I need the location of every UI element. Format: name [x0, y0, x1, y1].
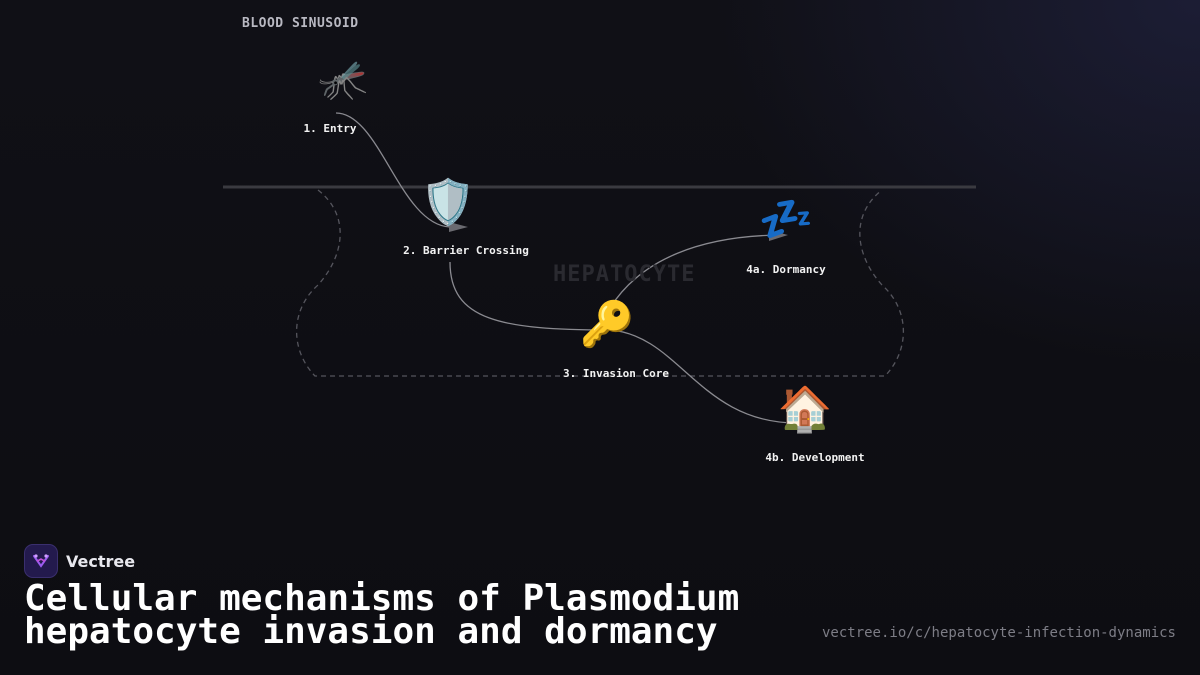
zzz-icon: 💤	[758, 194, 814, 245]
hepatocyte-label: HEPATOCYTE	[553, 262, 696, 287]
source-url[interactable]: vectree.io/c/hepatocyte-infection-dynami…	[821, 625, 1176, 641]
node-label-invasion: 3. Invasion Core	[563, 367, 669, 380]
node-label-barrier: 2. Barrier Crossing	[403, 244, 529, 257]
node-label-dormancy: 4a. Dormancy	[746, 263, 826, 276]
edge-invasion-development	[609, 329, 801, 424]
blood-sinusoid-label: BLOOD SINUSOID	[242, 16, 359, 31]
edge-entry-barrier	[335, 112, 451, 228]
brand-name: Vectree	[66, 551, 136, 571]
mosquito-icon: 🦟	[318, 57, 368, 103]
shield-icon: 🛡️	[420, 177, 476, 228]
key-icon: 🔑	[579, 299, 635, 350]
edge-invasion-dormancy	[609, 234, 786, 309]
brand[interactable]: Vectree	[24, 544, 135, 578]
arrowhead-dormancy	[769, 230, 788, 241]
page-title: Cellular mechanisms of Plasmodium hepato…	[24, 578, 740, 652]
arrowhead-barrier	[449, 222, 468, 232]
edge-barrier-invasion	[449, 261, 611, 331]
node-label-development: 4b. Development	[765, 451, 865, 464]
vectree-logo-icon	[24, 544, 58, 578]
house-icon: 🏠	[777, 384, 833, 435]
node-label-entry: 1. Entry	[303, 122, 357, 135]
